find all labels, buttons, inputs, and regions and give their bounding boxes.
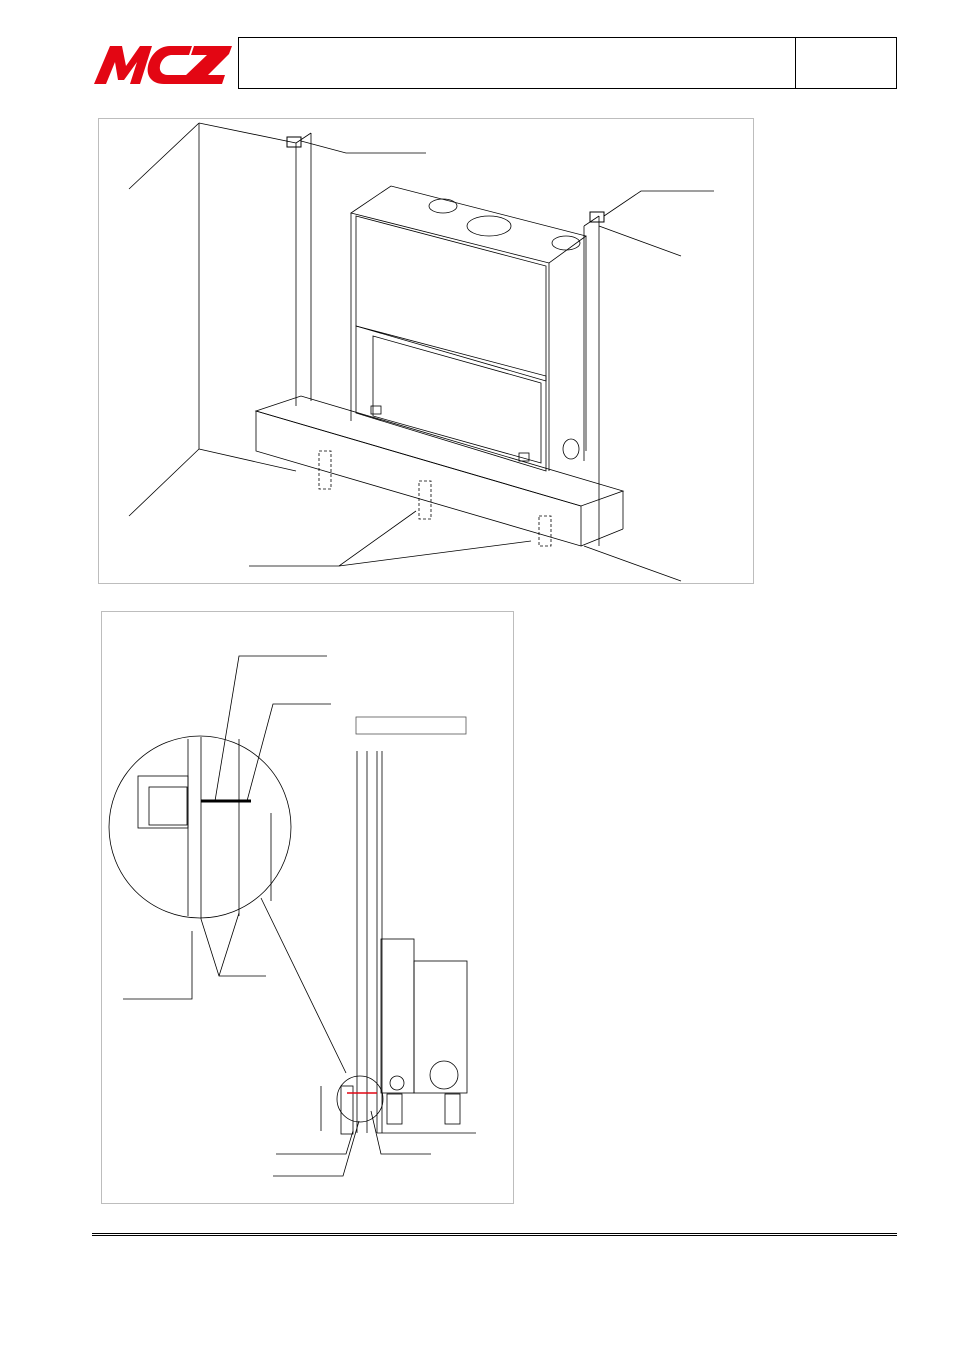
document-title-box: [238, 37, 796, 89]
section-drawing-frame: [101, 611, 514, 1204]
detail-circle: [108, 735, 292, 919]
mcz-logo: [92, 40, 232, 88]
perspective-drawing-frame: [98, 118, 754, 584]
perspective-drawing: [128, 122, 714, 582]
page-number-box: [795, 37, 897, 89]
footer-rule: [92, 1233, 897, 1236]
section-drawing: [108, 655, 476, 1177]
